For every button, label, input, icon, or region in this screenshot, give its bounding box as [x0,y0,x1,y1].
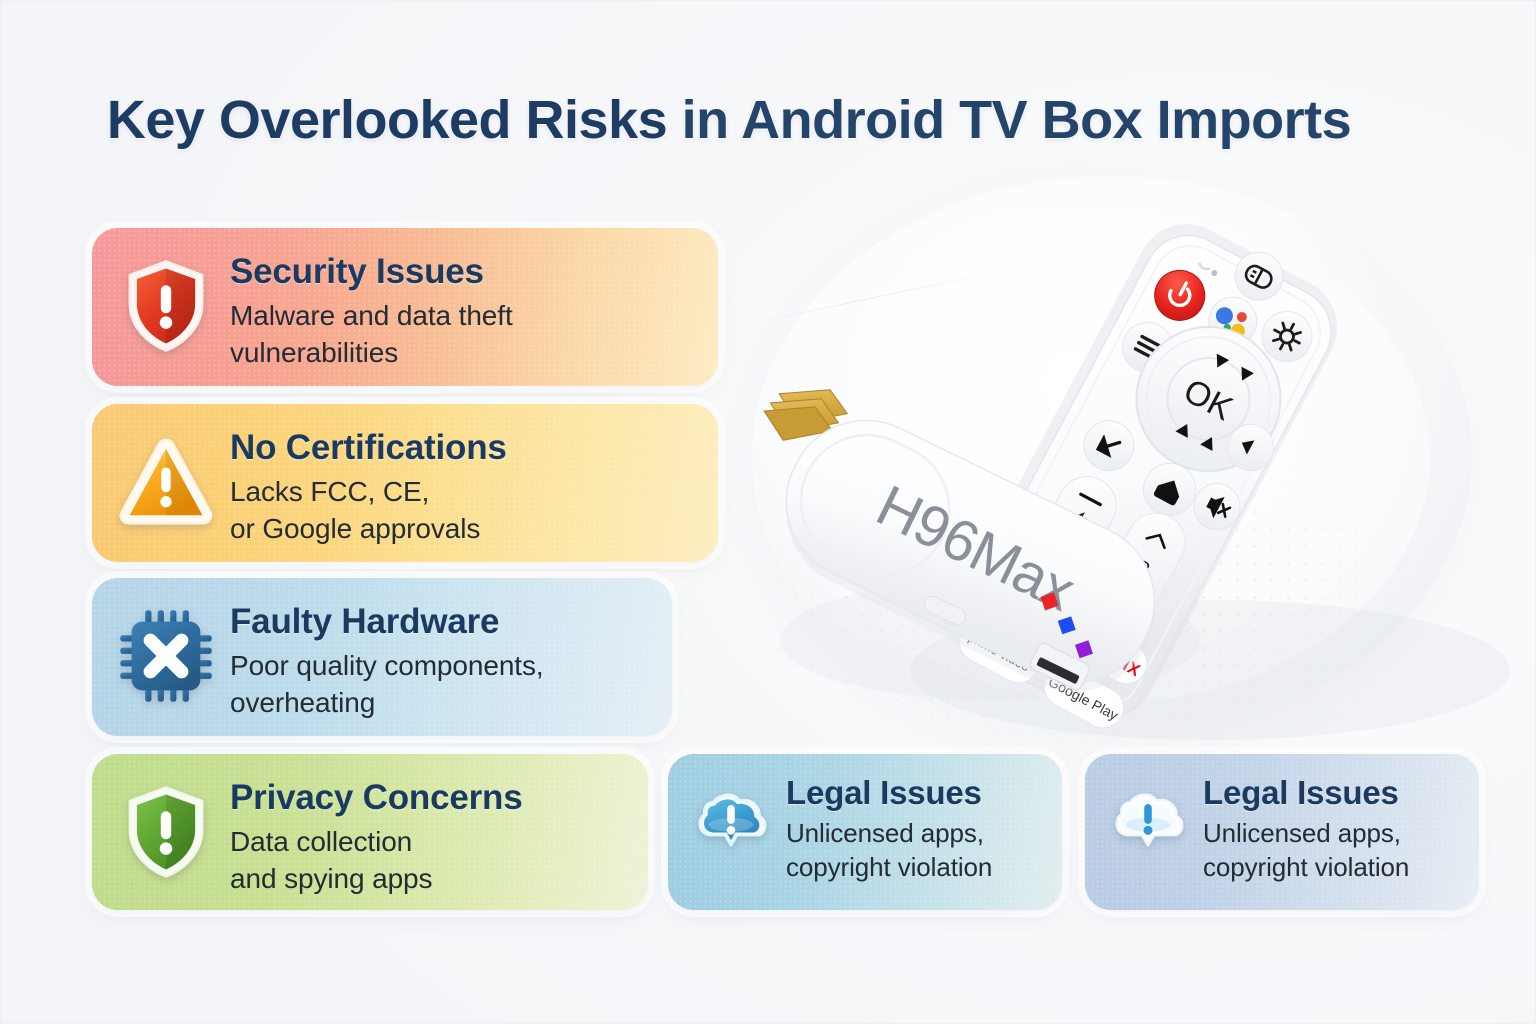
warning-triangle-icon-glyph [119,438,213,525]
risk-card-security-issues[interactable]: Security Issues Malware and data theft v… [92,228,718,386]
stick-groove [799,433,951,577]
risk-card-legal-issues-2[interactable]: Legal Issues Unlicensed apps, copyright … [1085,754,1479,910]
card-title: Legal Issues [1203,774,1399,811]
card-description: Data collection and spying apps [230,825,433,894]
risk-card-privacy-concerns[interactable]: Privacy Concerns Data collection and spy… [92,754,648,910]
stick-body [785,419,1156,684]
chip-x-icon-glyph [120,610,212,702]
signal-icon [1198,262,1211,271]
input-source-icon [1241,440,1255,455]
warning-triangle-icon [114,430,218,534]
card-title: Faulty Hardware [230,602,500,641]
card-description: Unlicensed apps, copyright violation [786,817,993,882]
mute-icon [1206,496,1232,519]
product-photo: OK [740,170,1536,770]
home-icon [1153,480,1180,506]
settings-button[interactable] [1253,303,1321,371]
android-tv-stick: H96Max [763,389,1156,692]
card-title: Privacy Concerns [230,778,523,817]
dpad-left-icon [1200,437,1213,452]
subtitle-icon [1244,264,1273,289]
cloud-exclamation-light-icon [1105,780,1191,866]
risk-card-faulty-hardware[interactable]: Faulty Hardware Poor quality components,… [92,578,672,736]
card-description: Malware and data theft vulnerabilities [230,299,513,368]
power-icon [1168,281,1192,308]
page-title: Key Overlooked Risks in Android TV Box I… [84,88,1374,152]
cloud-exclamation-icon-glyph [698,793,767,847]
ok-button[interactable] [1153,344,1264,455]
shield-exclamation-icon [114,780,218,884]
shield-exclamation-icon [114,254,218,358]
shield-exclamation-green-icon-glyph [128,786,204,878]
risk-card-legal-issues-1[interactable]: Legal Issues Unlicensed apps, copyright … [668,754,1062,910]
dpad-up-icon [1216,353,1230,368]
card-title: Legal Issues [786,774,982,811]
dpad-down-icon [1175,423,1188,438]
risk-card-no-certifications[interactable]: No Certifications Lacks FCC, CE, or Goog… [92,404,718,562]
page-title-light: in Android TV Box Imports [667,90,1352,151]
ir-led-icon [1211,270,1218,277]
power-port [923,595,967,626]
card-description: Lacks FCC, CE, or Google approvals [230,475,481,544]
page-title-strong: Key Overlooked Risks [106,90,668,151]
settings-gear-icon [1272,321,1302,352]
card-description: Unlicensed apps, copyright violation [1203,817,1410,882]
product-illustration: OK [763,224,1510,740]
chip-x-icon [114,604,218,708]
back-icon [1095,434,1122,458]
hdmi-connector [763,389,849,441]
volume-down-icon [1079,492,1102,507]
card-description: Poor quality components, overheating [230,649,544,718]
card-title: Security Issues [230,252,484,291]
cloud-exclamation-icon [688,780,774,866]
dpad-arrows [1175,353,1254,452]
shield-exclamation-icon-glyph [128,260,204,352]
brand-diamonds [1040,592,1093,659]
dpad-right-icon [1241,366,1254,381]
cloud-exclamation-light-icon-glyph [1115,793,1184,847]
card-title: No Certifications [230,428,507,467]
channel-up-icon [1145,533,1166,550]
